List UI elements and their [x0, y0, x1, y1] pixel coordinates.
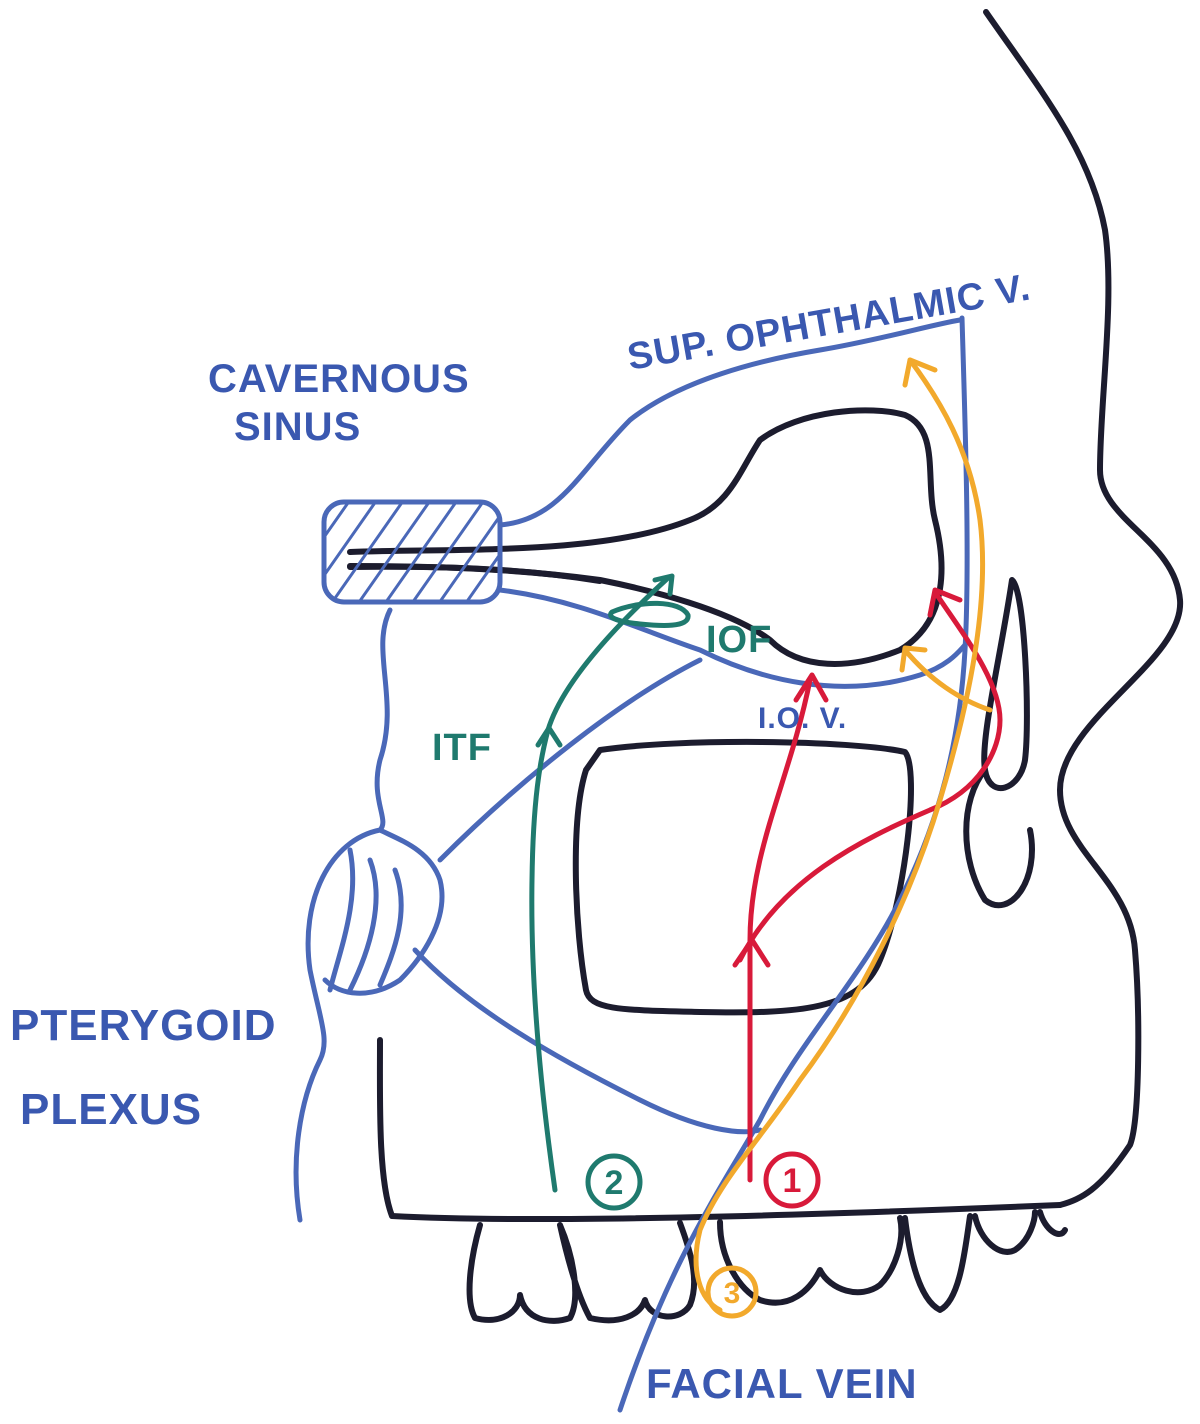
sup-ophthalmic-label: SUP. OPHTHALMIC V.	[624, 267, 1034, 379]
route-2-arrowhead-top	[652, 573, 675, 597]
iov-label: I.O. V.	[758, 702, 847, 735]
facial-vein-label: FACIAL VEIN	[646, 1360, 918, 1407]
superior-ophthalmic-vein	[497, 317, 963, 528]
maxillary-sinus	[572, 738, 914, 1016]
skull-outline	[347, 9, 1184, 1324]
route-2-badge: 2	[585, 1153, 643, 1211]
pterygoid-plexus-label-line1: PTERYGOID	[10, 1001, 277, 1050]
cavernous-sinus-label-line1: CAVERNOUS	[208, 357, 470, 401]
route-2-path	[529, 573, 691, 1193]
route-3-number: 3	[724, 1277, 741, 1310]
route-1-arrowhead-top	[793, 672, 829, 703]
route-2-arrowhead-mid	[535, 725, 563, 748]
itf-label: ITF	[432, 727, 492, 769]
route-3-arrowhead-mid	[899, 645, 928, 673]
iof-opening	[608, 600, 691, 628]
route-1-number: 1	[783, 1162, 802, 1200]
maxillary-branch	[412, 947, 763, 1135]
cavernous-sinus-label-line2: SINUS	[234, 405, 361, 449]
route-2-number: 2	[605, 1164, 624, 1202]
route-1-arrowhead-right	[927, 587, 963, 618]
teeth	[466, 1209, 1068, 1324]
inferior-ophthalmic-vein	[497, 587, 968, 689]
orbit-outline	[347, 407, 945, 667]
facial-profile	[983, 9, 1184, 1208]
route-1-path	[732, 587, 1003, 1183]
cavernous-sinus	[321, 499, 503, 605]
veins	[293, 315, 970, 1413]
facial-vein	[617, 315, 970, 1413]
maxilla-outline	[376, 1037, 1063, 1223]
iof-label: IOF	[706, 619, 772, 661]
route-3-arrowhead-top	[902, 357, 938, 388]
route-1-arrowhead-mid	[732, 937, 771, 968]
pterygoid-plexus-label-line2: PLEXUS	[20, 1085, 202, 1134]
route-3-path	[693, 357, 993, 1313]
pterygoid-plexus	[293, 607, 445, 1223]
route-1-badge: 1	[763, 1151, 821, 1209]
deep-facial-vein	[437, 657, 703, 863]
route-3-badge: 3	[705, 1265, 759, 1319]
